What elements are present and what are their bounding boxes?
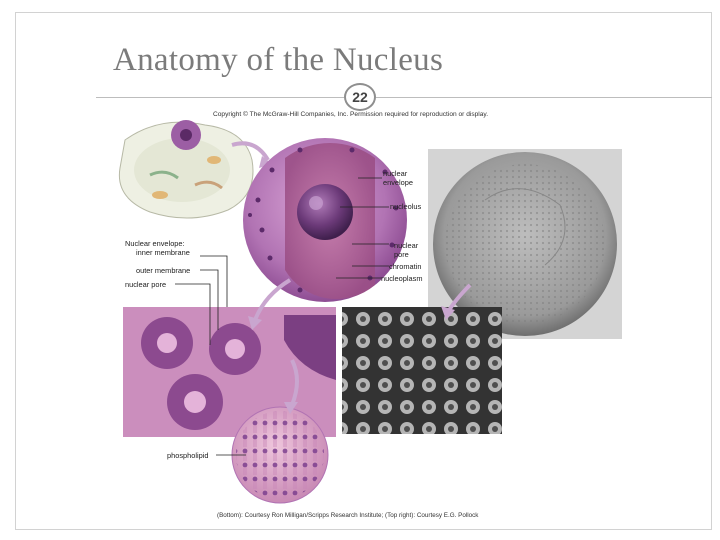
label-nuclear-envelope-line2: envelope [383,178,413,187]
title-rule-right [376,97,712,98]
slide-title: Anatomy of the Nucleus [113,42,444,78]
label-outer-membrane: outer membrane [136,266,191,275]
label-chromatin: chromatin [389,262,422,271]
copyright-notice: Copyright © The McGraw-Hill Companies, I… [213,111,489,118]
label-nuclear-pore-right-line2: pore [394,250,409,259]
label-envelope-inner: Nuclear envelope: inner membrane [125,239,190,257]
label-envelope-inner-line1: Nuclear envelope: [125,239,185,248]
title-rule-left [96,97,344,98]
label-nucleolus: nucleolus [390,202,422,211]
label-leaders [175,177,389,456]
label-phospholipid: phospholipid [167,451,209,460]
label-nuclear-pore-right-line1: nuclear [394,241,419,250]
micrograph-pore-complexes [342,307,502,434]
image-credit: (Bottom): Courtesy Ron Milligan/Scripps … [217,512,479,519]
page-number-badge: 22 [344,83,376,111]
label-nuclear-envelope: nuclear envelope [383,169,413,187]
label-envelope-inner-line2: inner membrane [136,248,190,257]
slide-frame [15,12,712,530]
label-nuclear-pore-left: nuclear pore [125,280,167,289]
nuclear-pore-diagram [123,307,336,437]
label-nuclear-pore-right: nuclear pore [394,241,418,259]
label-nucleoplasm: nucleoplasm [381,274,423,283]
nucleus-cutaway [243,138,407,302]
micrograph-nuclear-surface [428,149,622,339]
label-nuclear-envelope-line1: nuclear [383,169,408,178]
animal-cell-illustration [118,120,272,219]
phospholipid-zoom [231,406,329,504]
